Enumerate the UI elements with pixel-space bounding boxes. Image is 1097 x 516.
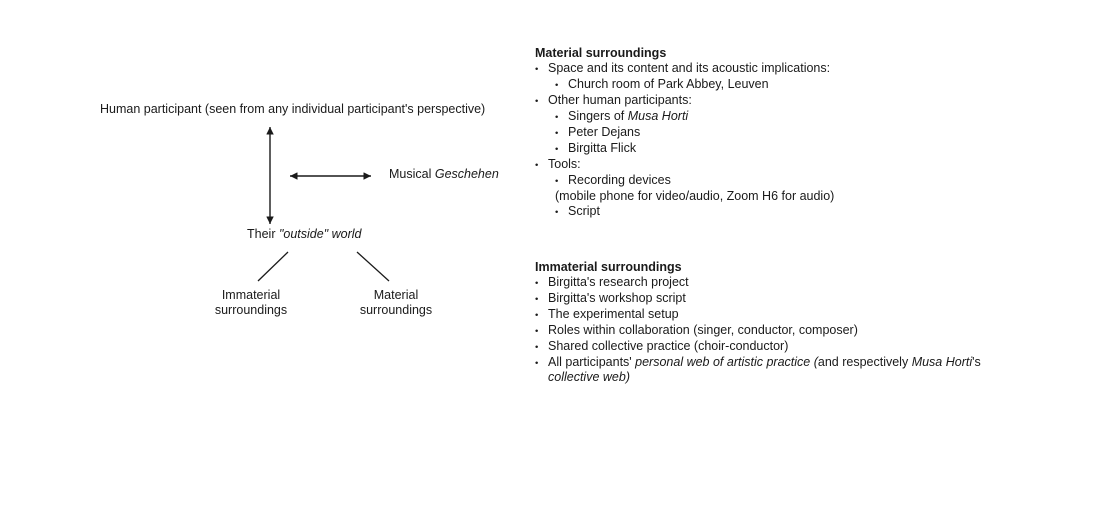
bullet-icon: • bbox=[555, 112, 559, 123]
left-diagonal-line bbox=[257, 251, 289, 282]
list-item-text: The experimental setup bbox=[548, 307, 679, 321]
bullet-icon: • bbox=[555, 80, 559, 91]
musical-label-regular: Musical bbox=[389, 167, 435, 181]
list-item-text: Roles within collaboration (singer, cond… bbox=[548, 323, 858, 337]
material-surroundings-list: • Space and its content and its acoustic … bbox=[535, 61, 1055, 220]
list-item: • Roles within collaboration (singer, con… bbox=[535, 323, 1055, 339]
bullet-icon: • bbox=[535, 310, 539, 321]
list-item-text: Peter Dejans bbox=[568, 125, 641, 139]
list-item: • Birgitta's workshop script bbox=[535, 291, 1055, 307]
list-item: • Church room of Park Abbey, Leuven bbox=[555, 77, 1055, 93]
list-item: • The experimental setup bbox=[535, 307, 1055, 323]
list-item: • Birgitta's research project bbox=[535, 275, 1055, 291]
list-item-text: Birgitta's research project bbox=[548, 275, 689, 289]
bullet-icon: • bbox=[535, 160, 539, 171]
list-item: • Other human participants: bbox=[535, 93, 1055, 109]
list-item: • Peter Dejans bbox=[555, 125, 1055, 141]
bullet-icon: • bbox=[535, 294, 539, 305]
immaterial-surroundings-list: • Birgitta's research project • Birgitta's … bbox=[535, 275, 1055, 385]
immaterial-surroundings-label: Immaterial surroundings bbox=[214, 288, 288, 317]
section-heading: Immaterial surroundings bbox=[535, 260, 682, 274]
outside-world-label: Their "outside" world bbox=[247, 227, 361, 242]
list-item: • Recording devices bbox=[555, 173, 1055, 189]
list-item-text: Tools: bbox=[548, 157, 581, 171]
outside-label-italic: "outside" world bbox=[278, 227, 362, 241]
list-item: • All participants' personal web of artis… bbox=[535, 355, 1055, 385]
human-participant-label: Human participant (seen from any individ… bbox=[100, 102, 486, 116]
list-item-text: Other human participants: bbox=[548, 93, 692, 107]
bullet-icon: • bbox=[535, 278, 539, 289]
bullet-icon: • bbox=[535, 326, 539, 337]
list-item: • Birgitta Flick bbox=[555, 141, 1055, 157]
bullet-icon: • bbox=[535, 342, 539, 353]
list-item-text: Singers of Musa Horti bbox=[568, 109, 689, 123]
list-item: • Singers of Musa Horti bbox=[555, 109, 1055, 125]
bullet-icon: • bbox=[555, 176, 559, 187]
list-item-text: Church room of Park Abbey, Leuven bbox=[568, 77, 769, 91]
list-item-text: Birgitta's workshop script bbox=[548, 291, 686, 305]
material-surroundings-section: Material surroundings • Space and its con… bbox=[535, 46, 1055, 220]
list-item: • Script bbox=[555, 204, 1055, 220]
musical-label-italic: Geschehen bbox=[434, 167, 499, 181]
list-item-text: Birgitta Flick bbox=[568, 141, 637, 155]
bullet-icon: • bbox=[535, 64, 539, 75]
bullet-icon: • bbox=[555, 128, 559, 139]
immaterial-surroundings-section: Immaterial surroundings • Birgitta's rese… bbox=[535, 260, 1055, 385]
bullet-icon: • bbox=[535, 96, 539, 107]
list-item-text: (mobile phone for video/audio, Zoom H6 f… bbox=[555, 189, 835, 203]
list-item: • Shared collective practice (choir-condu… bbox=[535, 339, 1055, 355]
bullet-icon: • bbox=[555, 144, 559, 155]
outside-label-regular: Their bbox=[247, 227, 279, 241]
bullet-icon: • bbox=[555, 207, 559, 218]
list-item: • Tools: bbox=[535, 157, 1055, 173]
list-item-text: Space and its content and its acoustic i… bbox=[548, 61, 831, 75]
list-item: • Space and its content and its acoustic … bbox=[535, 61, 1055, 77]
musical-geschehen-label: Musical Geschehen bbox=[389, 167, 499, 182]
list-item-text: Shared collective practice (choir-conduc… bbox=[548, 339, 789, 353]
list-item: (mobile phone for video/audio, Zoom H6 f… bbox=[555, 189, 1055, 204]
notes-panel: Material surroundings • Space and its con… bbox=[535, 46, 1055, 385]
material-surroundings-label: Material surroundings bbox=[359, 288, 433, 317]
list-item-text: Script bbox=[568, 204, 600, 218]
bullet-icon: • bbox=[535, 358, 539, 369]
list-item-text: Recording devices bbox=[568, 173, 671, 187]
list-item-text: All participants' personal web of artist… bbox=[548, 355, 981, 384]
right-diagonal-line bbox=[356, 251, 390, 282]
section-heading: Material surroundings bbox=[535, 46, 667, 60]
